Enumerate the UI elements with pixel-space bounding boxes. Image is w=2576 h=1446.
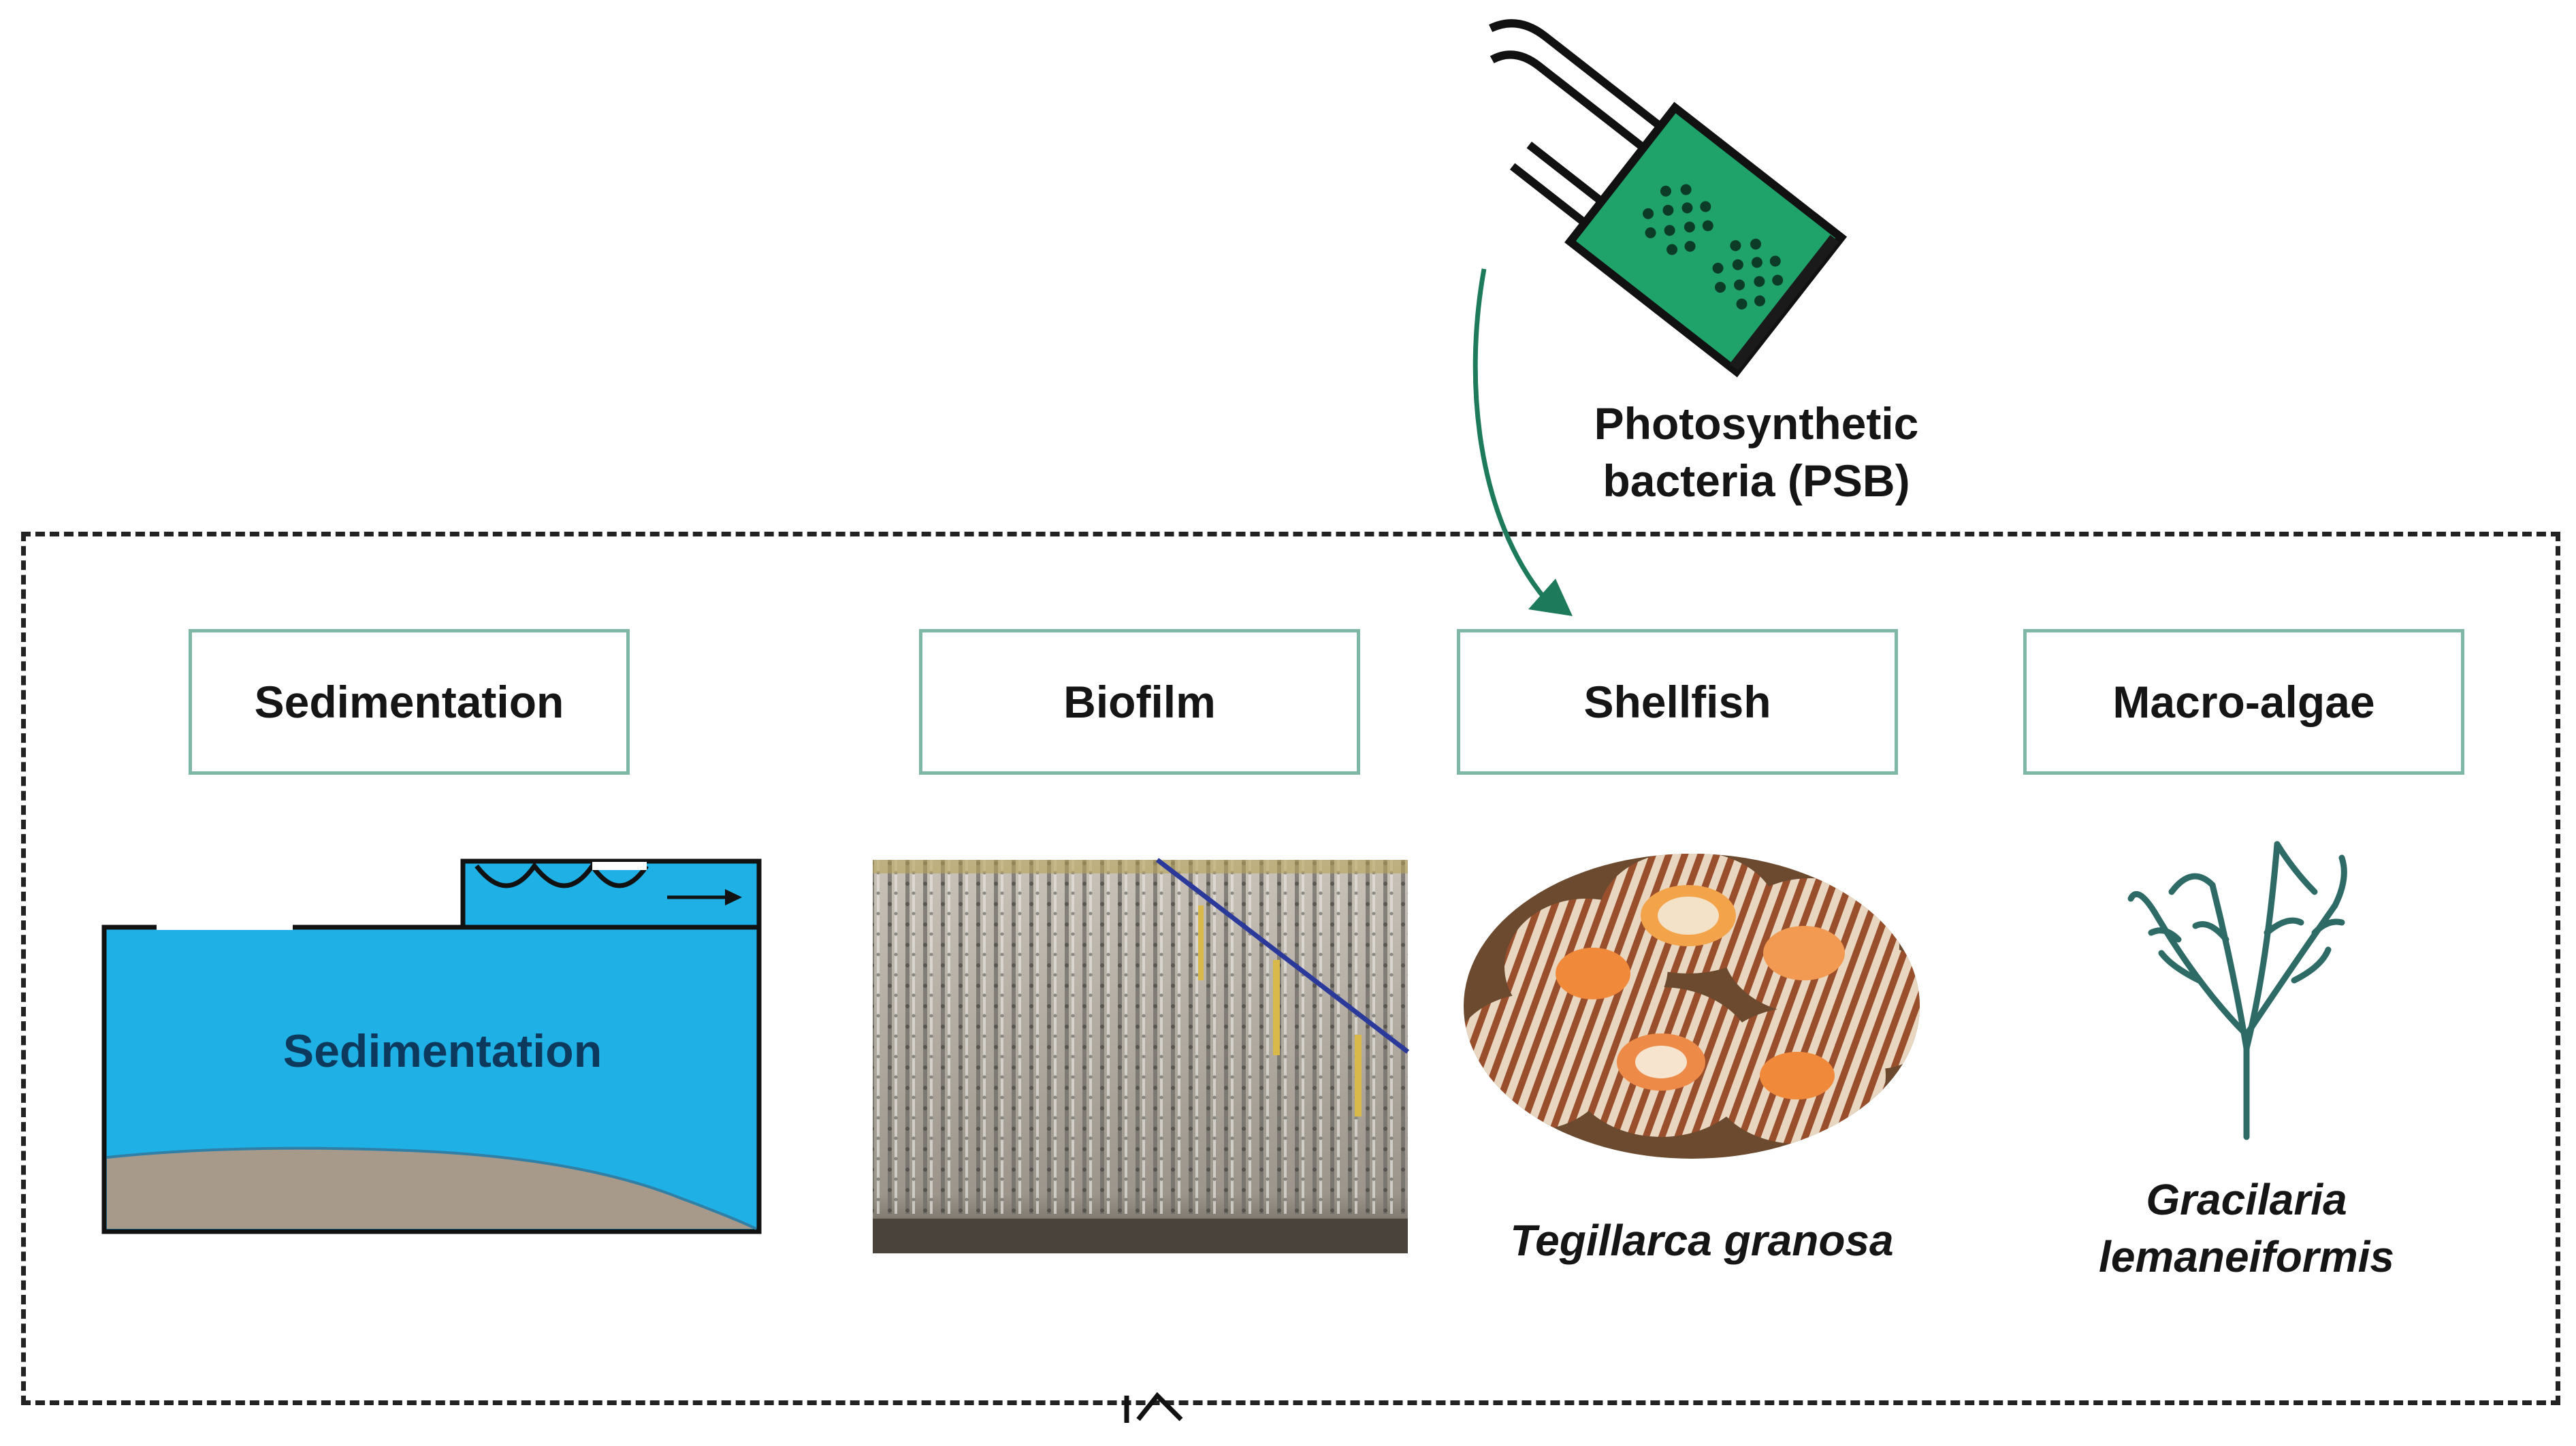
shellfish-box: Shellfish [1457, 629, 1898, 775]
psb-label-line1: Photosynthetic [1594, 398, 1919, 449]
system-boundary-frame [21, 532, 2560, 1405]
biofilm-box: Biofilm [919, 629, 1360, 775]
macroalgae-species-line2: lemaneiformis [2099, 1232, 2394, 1281]
macroalgae-species-line1: Gracilaria [2146, 1175, 2347, 1224]
arrowhead-icon [1528, 579, 1573, 616]
sedimentation-inner-label: Sedimentation [283, 1025, 602, 1077]
biofilm-box-label: Biofilm [1063, 677, 1216, 727]
macroalgae-box-label: Macro-algae [2112, 677, 2375, 727]
psb-label-line2: bacteria (PSB) [1603, 455, 1910, 506]
sedimentation-box: Sedimentation [189, 629, 630, 775]
macroalgae-box: Macro-algae [2023, 629, 2464, 775]
shellfish-box-label: Shellfish [1583, 677, 1771, 727]
shellfish-species-caption: Tegillarca granosa [1510, 1216, 1894, 1265]
psb-label: Photosynthetic bacteria (PSB) [1518, 395, 1995, 509]
sedimentation-box-label: Sedimentation [254, 677, 564, 727]
macroalgae-species-caption: Gracilaria lemaneiformis [2015, 1171, 2478, 1285]
